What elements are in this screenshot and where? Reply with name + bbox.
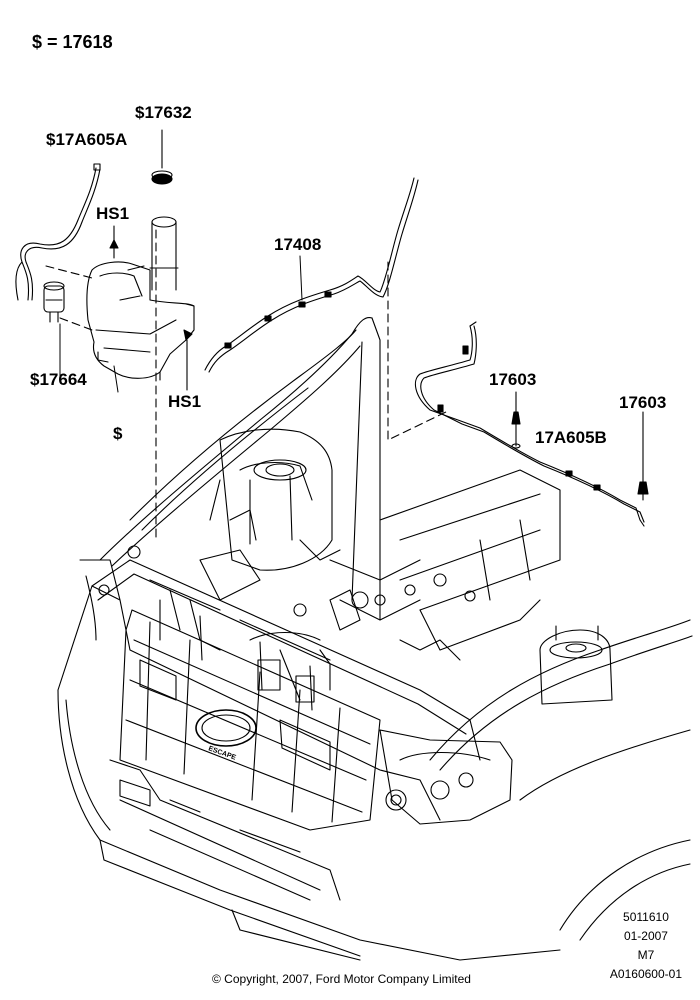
callout-pump-motor: $17664	[30, 370, 87, 389]
callout-hose-17a605b: 17A605B	[535, 428, 607, 447]
screw-hs1-bottom-drawing	[183, 329, 193, 391]
callout-pump-bracket: $17632	[135, 103, 192, 122]
callout-nozzle-17603-left: 17603	[489, 370, 537, 389]
reference-drawing-id: A0160600-01	[609, 967, 682, 981]
assembly-alignment-lines	[45, 229, 447, 541]
reference-number: 5011610	[623, 910, 669, 924]
hood-hose-17408-drawing	[204, 177, 419, 373]
drawing-reference-block: 5011610 01-2007 M7 A0160600-01	[610, 908, 682, 984]
hose-17a605b-drawing	[414, 321, 645, 527]
callout-reservoir: $	[113, 424, 123, 443]
nozzle-17603-left-drawing	[511, 391, 521, 449]
vehicle-body-drawing	[91, 316, 693, 941]
copyright-notice: © Copyright, 2007, Ford Motor Company Li…	[212, 972, 471, 986]
washer-pump-motor-drawing	[43, 281, 65, 379]
callout-screw-hs1-bottom: HS1	[168, 392, 202, 411]
callout-hood-hose-17408: 17408	[274, 235, 322, 254]
callout-hose-17a605a: $17A605A	[46, 130, 128, 149]
legend-reservoir-part-number: $ = 17618	[32, 32, 113, 52]
reference-date: 01-2007	[623, 929, 668, 943]
screw-hs1-top-drawing	[109, 225, 119, 259]
washer-reservoir-drawing	[86, 216, 195, 393]
callout-screw-hs1-top: HS1	[96, 204, 130, 223]
engine-bay-components-drawing	[169, 479, 461, 701]
nozzle-17603-right-drawing	[637, 411, 649, 501]
hose-17a605a-drawing	[15, 163, 101, 301]
reference-model-code: M7	[637, 948, 655, 962]
callout-nozzle-17603-right: 17603	[619, 393, 667, 412]
front-fascia-drawing	[57, 545, 561, 961]
filler-neck-seal-drawing	[151, 129, 173, 185]
